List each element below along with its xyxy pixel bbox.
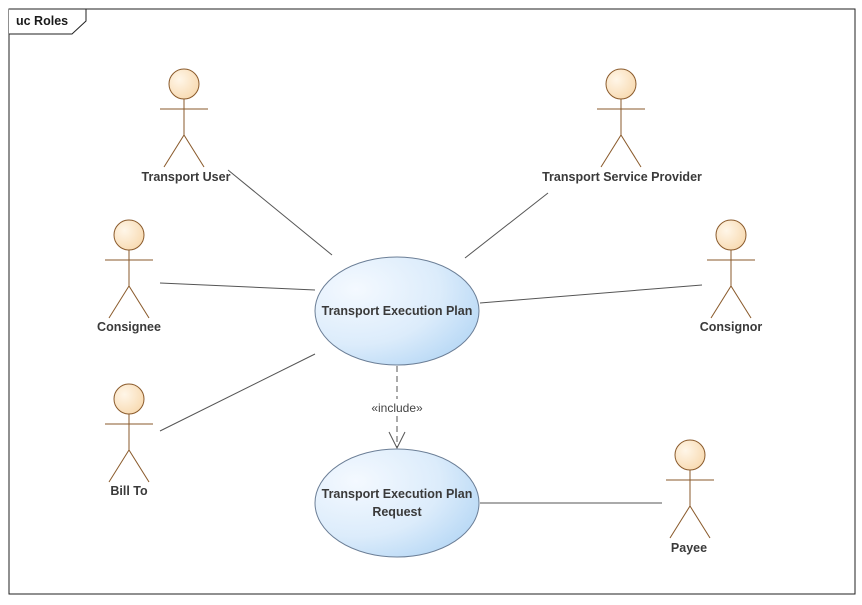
usecase-label-line2: Request <box>372 505 422 519</box>
include-label: «include» <box>371 401 423 415</box>
association-transport-service-provider[interactable] <box>464 192 549 259</box>
actor-transport-user[interactable]: Transport User <box>142 68 231 184</box>
stick-figure-icon <box>160 68 208 168</box>
actor-label: Payee <box>671 541 707 555</box>
association-consignor[interactable] <box>479 284 703 304</box>
association-transport-user[interactable] <box>227 169 333 256</box>
stick-figure-icon <box>105 219 153 319</box>
actor-consignee[interactable]: Consignee <box>97 219 161 334</box>
actor-label: Bill To <box>110 484 148 498</box>
usecase-transport-execution-plan[interactable]: Transport Execution Plan <box>314 256 480 366</box>
stick-figure-icon <box>707 219 755 319</box>
actor-transport-service-provider[interactable]: Transport Service Provider <box>542 68 702 184</box>
usecase-transport-execution-plan-request[interactable]: Transport Execution Plan Request <box>314 448 480 558</box>
frame-title: uc Roles <box>16 14 68 28</box>
include-label-bg <box>364 399 430 415</box>
usecase-label: Transport Execution Plan <box>322 304 473 318</box>
usecase-label-line1: Transport Execution Plan <box>322 487 473 501</box>
usecase-ellipse <box>314 256 480 366</box>
actor-label: Transport User <box>142 170 231 184</box>
stick-figure-icon <box>666 439 714 539</box>
actor-label: Transport Service Provider <box>542 170 702 184</box>
association-consignee[interactable] <box>159 282 316 291</box>
usecase-ellipse <box>314 448 480 558</box>
actor-payee[interactable]: Payee <box>666 439 714 555</box>
actor-bill-to[interactable]: Bill To <box>105 383 153 498</box>
frame-title-tab <box>9 8 87 35</box>
association-bill-to[interactable] <box>159 353 316 432</box>
diagram-frame <box>8 8 856 595</box>
actor-label: Consignor <box>700 320 763 334</box>
actor-label: Consignee <box>97 320 161 334</box>
stick-figure-icon <box>105 383 153 483</box>
stick-figure-icon <box>597 68 645 168</box>
actor-consignor[interactable]: Consignor <box>700 219 763 334</box>
include-arrowhead <box>388 431 406 450</box>
